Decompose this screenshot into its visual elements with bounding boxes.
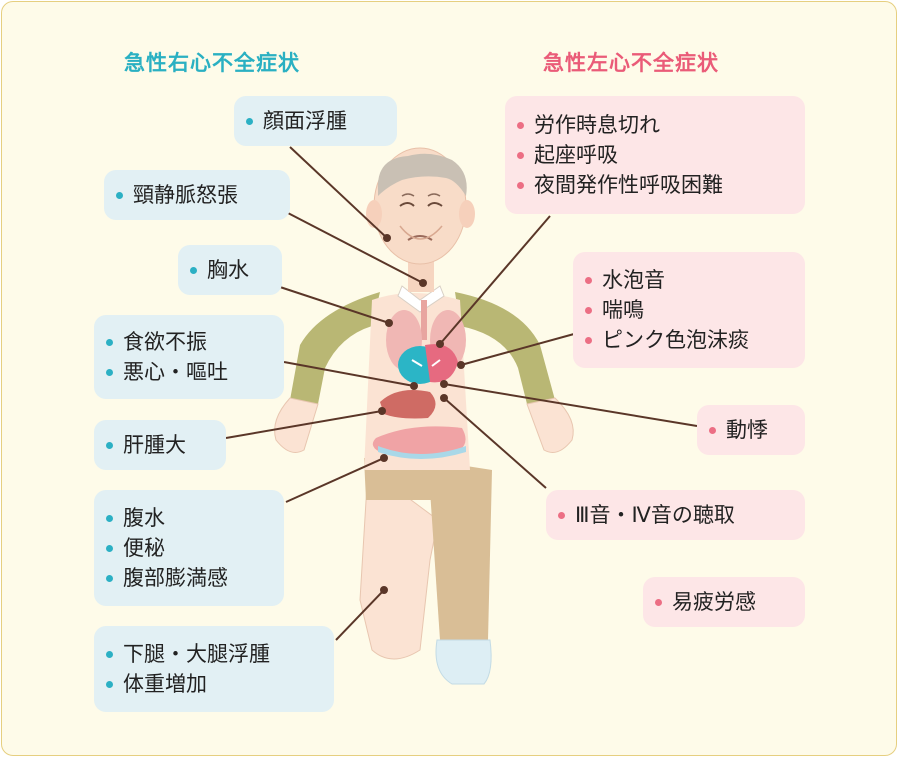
symptom-box-jvd: 頸静脈怒張 [104, 170, 290, 220]
bullet-dot [517, 151, 524, 159]
symptom-item: 顔面浮腫 [246, 106, 385, 136]
symptom-label: 腹部膨満感 [123, 566, 228, 590]
symptom-item: 便秘 [106, 533, 272, 563]
symptom-item: 腹部膨満感 [106, 563, 272, 593]
symptom-item: 水泡音 [585, 265, 793, 295]
symptom-label: 便秘 [123, 536, 165, 560]
symptom-box-appetite: 食欲不振 悪心・嘔吐 [94, 315, 284, 399]
symptom-box-leg-edema: 下腿・大腿浮腫 体重増加 [94, 626, 334, 712]
bullet-dot [655, 598, 662, 606]
symptom-item: 肝腫大 [106, 430, 214, 460]
symptom-item: 体重増加 [106, 669, 322, 699]
right-heart-heading: 急性右心不全症状 [124, 51, 300, 75]
symptom-item: 喘鳴 [585, 295, 793, 325]
symptom-box-face-edema: 顔面浮腫 [234, 96, 397, 146]
symptom-item: 胸水 [190, 255, 270, 285]
bullet-dot [116, 191, 123, 199]
bullet-dot [106, 574, 113, 582]
symptom-box-pleural-effusion: 胸水 [178, 245, 282, 295]
symptom-item: ピンク色泡沫痰 [585, 325, 793, 355]
symptom-label: 肝腫大 [123, 433, 186, 457]
symptom-item: 労作時息切れ [517, 110, 793, 140]
bullet-dot [106, 338, 113, 346]
symptom-item: 夜間発作性呼吸困難 [517, 170, 793, 200]
symptom-item: Ⅲ音・Ⅳ音の聴取 [558, 500, 793, 530]
symptom-box-heart-sounds: Ⅲ音・Ⅳ音の聴取 [546, 490, 805, 540]
symptom-label: 下腿・大腿浮腫 [123, 642, 270, 666]
bullet-dot [106, 544, 113, 552]
bullet-dot [246, 117, 253, 125]
symptom-label: 労作時息切れ [534, 113, 660, 137]
bullet-dot [106, 514, 113, 522]
symptom-box-fatigue: 易疲労感 [643, 577, 805, 627]
symptom-label: 水泡音 [602, 268, 665, 292]
legs [359, 458, 492, 685]
connector-dots [378, 234, 465, 594]
symptom-box-dyspnea: 労作時息切れ 起座呼吸 夜間発作性呼吸困難 [505, 96, 805, 214]
symptom-box-hepatomegaly: 肝腫大 [94, 420, 226, 470]
symptom-item: 動悸 [709, 415, 793, 445]
bullet-dot [585, 306, 592, 314]
symptom-label: 顔面浮腫 [263, 109, 347, 133]
symptom-label: ピンク色泡沫痰 [602, 328, 749, 352]
symptom-label: 腹水 [123, 506, 165, 530]
head [366, 147, 475, 292]
symptom-item: 腹水 [106, 503, 272, 533]
bullet-dot [585, 276, 592, 284]
symptom-item: 食欲不振 [106, 327, 272, 357]
bullet-dot [517, 121, 524, 129]
symptom-box-crackles: 水泡音 喘鳴 ピンク色泡沫痰 [573, 252, 805, 368]
symptom-item: 易疲労感 [655, 587, 793, 617]
symptom-label: 胸水 [207, 258, 249, 282]
symptom-item: 下腿・大腿浮腫 [106, 639, 322, 669]
symptom-item: 起座呼吸 [517, 140, 793, 170]
collar [397, 285, 445, 313]
bullet-dot [106, 441, 113, 449]
symptom-label: 体重増加 [123, 672, 207, 696]
symptom-label: 起座呼吸 [534, 143, 618, 167]
bullet-dot [106, 368, 113, 376]
bullet-dot [190, 266, 197, 274]
bullet-dot [106, 680, 113, 688]
symptom-box-palpitations: 動悸 [697, 405, 805, 455]
bullet-dot [709, 426, 716, 434]
symptom-label: 食欲不振 [123, 330, 207, 354]
bullet-dot [558, 511, 565, 519]
symptom-label: 喘鳴 [602, 298, 644, 322]
symptom-box-ascites: 腹水 便秘 腹部膨満感 [94, 490, 284, 606]
left-heart-heading: 急性左心不全症状 [543, 51, 719, 75]
symptom-item: 頸静脈怒張 [116, 180, 278, 210]
symptom-label: 易疲労感 [672, 590, 756, 614]
connector-lines [225, 146, 698, 641]
bullet-dot [106, 650, 113, 658]
symptom-item: 悪心・嘔吐 [106, 357, 272, 387]
symptom-label: 頸静脈怒張 [133, 183, 238, 207]
bullet-dot [517, 181, 524, 189]
symptom-label: Ⅲ音・Ⅳ音の聴取 [575, 503, 735, 527]
symptom-label: 悪心・嘔吐 [123, 360, 228, 384]
bullet-dot [585, 336, 592, 344]
symptom-label: 夜間発作性呼吸困難 [534, 173, 723, 197]
symptom-label: 動悸 [726, 418, 768, 442]
organs [372, 300, 466, 459]
